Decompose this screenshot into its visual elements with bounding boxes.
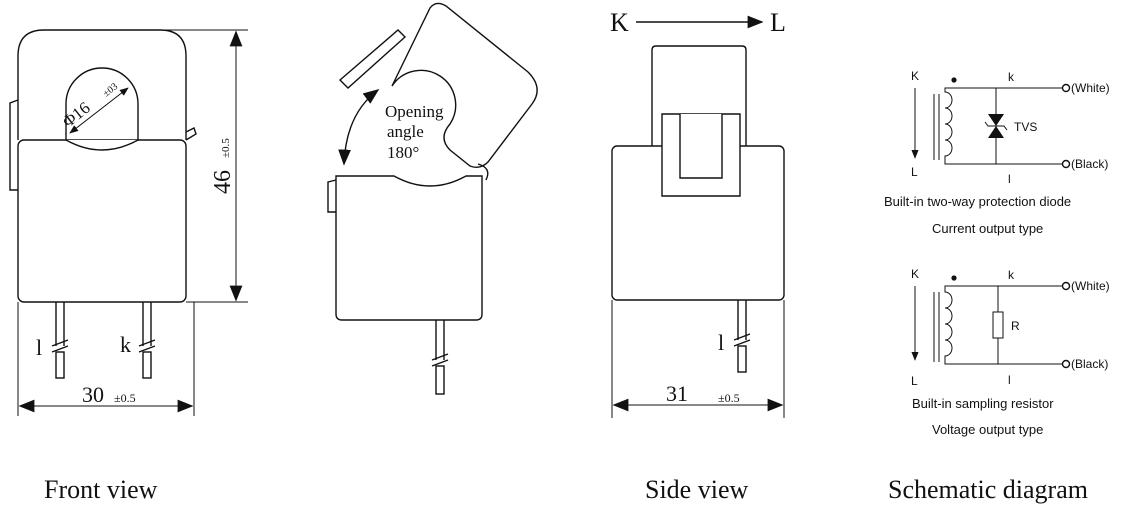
sch1-label-K: K: [911, 69, 919, 83]
sch1-label-L: L: [911, 165, 918, 179]
opened-jaw: [391, 2, 538, 169]
opening-text-3: 180°: [387, 143, 419, 162]
sch2-polarity-dot: [951, 275, 957, 281]
front-core-window: [65, 67, 139, 140]
side-lead-label: l: [718, 330, 724, 355]
sch2-label-white: (White): [1071, 279, 1110, 293]
sch2-label-L: L: [911, 374, 918, 388]
sch1-label-black: (Black): [1071, 157, 1108, 171]
open-lead: [431, 320, 449, 395]
schematic-current: K L (White) (Black) k l TVS Built-in two…: [884, 69, 1110, 236]
open-lower-body: [335, 175, 483, 321]
sch1-label-k: k: [1008, 70, 1015, 84]
sch2-label-K: K: [911, 267, 919, 281]
sch2-component-label: R: [1011, 319, 1020, 333]
front-view-caption: Front view: [44, 475, 158, 504]
front-right-clip: [185, 127, 197, 141]
height-value: 46: [210, 170, 236, 194]
side-view-caption: Side view: [645, 475, 748, 504]
height-tolerance: ±0.5: [220, 138, 232, 158]
direction-to: L: [770, 8, 786, 37]
front-lower-body: [17, 139, 187, 303]
side-width-value: 31: [666, 381, 688, 406]
sch2-terminal-black: [1061, 359, 1071, 369]
opening-angle-arrow: [338, 89, 380, 166]
opening-text-1: Opening: [385, 102, 444, 121]
width-tolerance: ±0.5: [114, 391, 136, 405]
front-upper-housing: [17, 29, 187, 140]
diameter-dimension-line: [69, 87, 129, 134]
front-core-arc: [65, 139, 139, 151]
resistor-symbol: [992, 286, 1004, 364]
sch1-component-label: TVS: [1014, 120, 1037, 134]
front-lead-right: [138, 302, 156, 379]
front-lead-left: [51, 302, 69, 379]
side-view: K L l 31 ±0.5 Side view: [610, 8, 786, 504]
side-width-tolerance: ±0.5: [718, 391, 740, 405]
tvs-diode-symbol: [984, 88, 1008, 164]
sch1-coil: [944, 87, 954, 165]
sch1-description: Built-in two-way protection diode: [884, 194, 1071, 209]
open-side-clip: [327, 179, 337, 213]
sch1-terminal-white: [1061, 83, 1071, 93]
open-view: Opening angle 180°: [327, 2, 538, 395]
direction-from: K: [610, 8, 629, 37]
schematic-voltage: K L (White) (Black) k l R Built-in sampl…: [911, 267, 1110, 437]
jaw-clip-strip: [338, 29, 407, 89]
schematic-caption: Schematic diagram: [888, 475, 1088, 504]
opening-text-2: angle: [387, 122, 424, 141]
sch1-terminal-black: [1061, 159, 1071, 169]
sch1-label-white: (White): [1071, 81, 1110, 95]
lead-label-k: k: [120, 332, 131, 357]
front-side-clip: [9, 99, 19, 191]
sch2-label-l: l: [1008, 373, 1011, 387]
sch2-terminal-white: [1061, 281, 1071, 291]
side-latch-inner: [679, 114, 723, 179]
sch2-label-black: (Black): [1071, 357, 1108, 371]
diameter-label: Φ16: [59, 98, 94, 131]
sch1-label-l: l: [1008, 172, 1011, 186]
sch1-polarity-dot: [951, 77, 957, 83]
sch2-label-k: k: [1008, 268, 1015, 282]
side-lead: [733, 300, 751, 373]
front-view: Φ16 ±03 l k 46 ±0.5 30 ±0.5 F: [9, 29, 248, 504]
sch2-output-type: Voltage output type: [932, 422, 1043, 437]
hinge: [477, 163, 489, 181]
width-value: 30: [82, 382, 104, 407]
sch2-coil: [944, 285, 954, 365]
lead-label-l: l: [36, 335, 42, 360]
sch1-output-type: Current output type: [932, 221, 1043, 236]
sch2-description: Built-in sampling resistor: [912, 396, 1054, 411]
